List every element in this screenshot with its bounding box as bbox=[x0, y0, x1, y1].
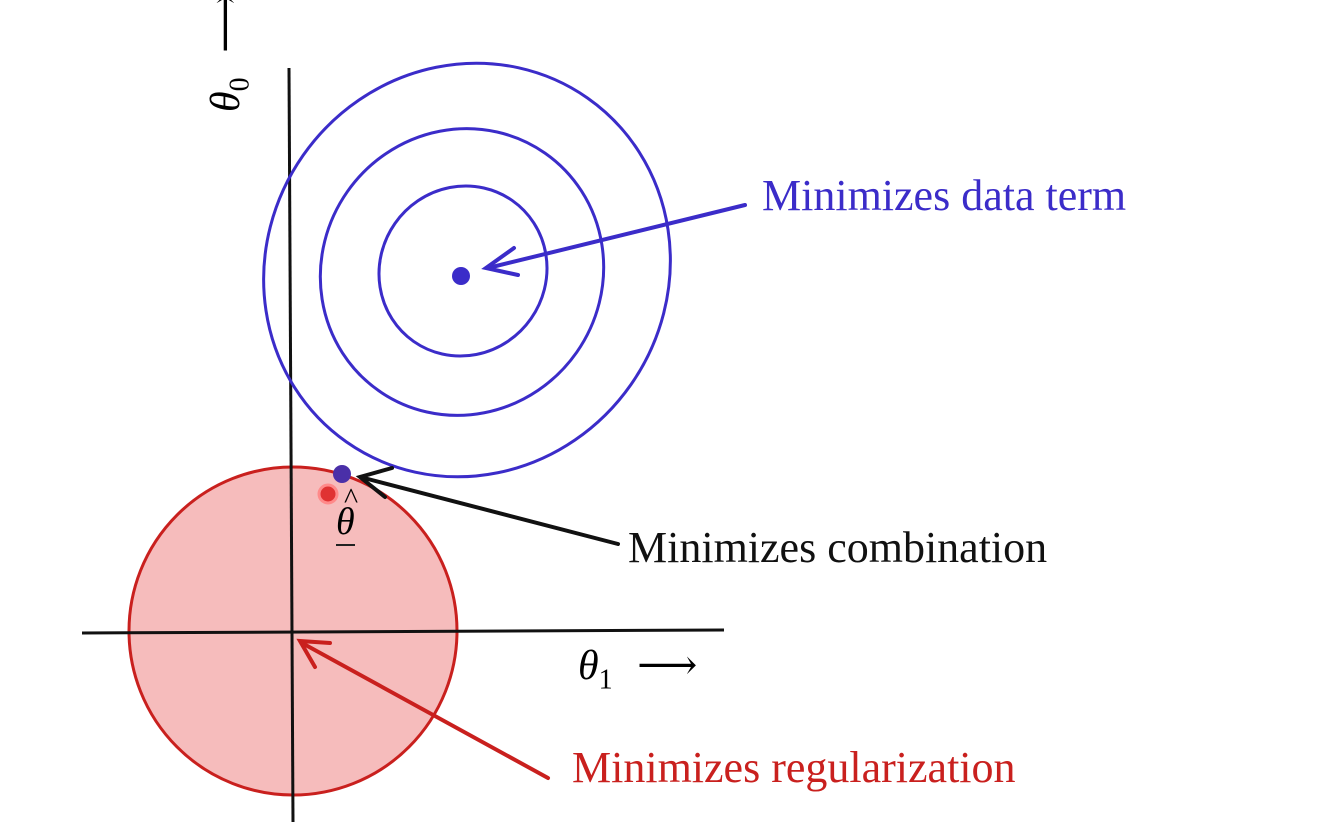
y-axis-label: θ0 ⟶ bbox=[200, 0, 256, 112]
theta-hat-symbol: θ bbox=[336, 501, 355, 543]
data-term-arrow bbox=[481, 203, 747, 277]
x-axis-arrow-glyph: ⟶ bbox=[637, 643, 698, 689]
x-axis-label: θ1 ⟶ bbox=[578, 640, 697, 696]
data-term-label: Minimizes data term bbox=[762, 171, 1127, 220]
theta-hat-underline bbox=[336, 544, 355, 546]
y-axis-subscript: 0 bbox=[224, 77, 256, 92]
x-axis-subscript: 1 bbox=[598, 664, 613, 696]
contour-middle bbox=[318, 127, 606, 417]
data-term-minimum-point bbox=[452, 267, 470, 285]
y-axis bbox=[287, 67, 295, 822]
combination-point bbox=[333, 465, 351, 483]
regularization-label: Minimizes regularization bbox=[572, 743, 1016, 792]
y-axis-arrow-glyph: ⟶ bbox=[203, 0, 249, 53]
theta-hat-accent: ^ bbox=[344, 482, 359, 515]
data-term-contours bbox=[262, 61, 672, 479]
y-axis-symbol: θ bbox=[203, 91, 249, 112]
x-axis-symbol: θ bbox=[578, 643, 599, 689]
contour-inner bbox=[377, 184, 549, 358]
combination-label: Minimizes combination bbox=[628, 523, 1048, 572]
x-axis bbox=[81, 628, 725, 635]
contour-outer bbox=[262, 61, 672, 479]
regularization-point bbox=[317, 483, 339, 505]
theta-hat-label: ^ θ bbox=[336, 482, 358, 546]
regularization-arrow bbox=[296, 638, 550, 780]
combination-arrow bbox=[355, 466, 620, 546]
